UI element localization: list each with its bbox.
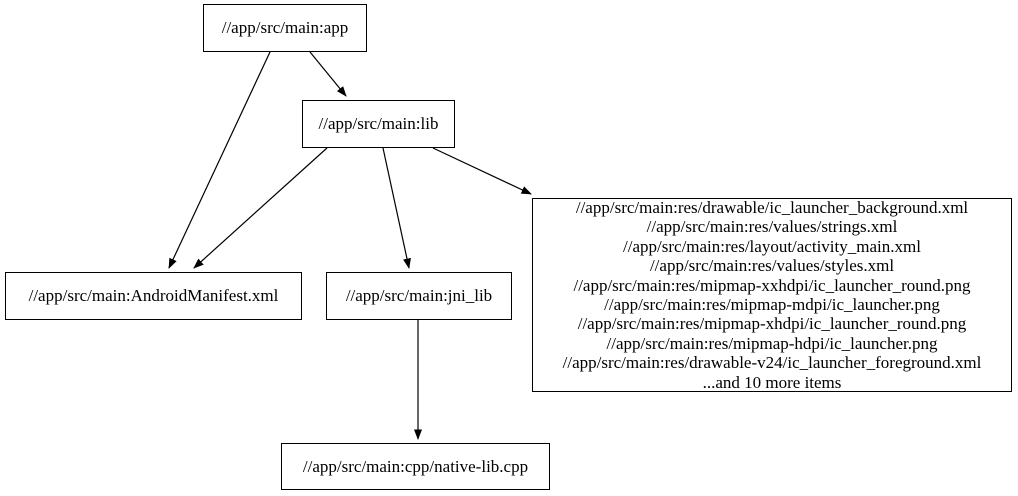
res-group-line: //app/src/main:res/drawable/ic_launcher_… (575, 197, 969, 217)
edge-app-to-manifest (168, 51, 271, 269)
node-app: //app/src/main:app (203, 4, 367, 52)
node-android-manifest: //app/src/main:AndroidManifest.xml (5, 272, 302, 320)
res-group-line: //app/src/main:res/drawable-v24/ic_launc… (562, 353, 982, 373)
node-native-lib-cpp: //app/src/main:cpp/native-lib.cpp (281, 443, 550, 490)
node-lib-label: //app/src/main:lib (318, 114, 439, 134)
edge-lib-to-res-group (432, 147, 532, 195)
node-native-lib-cpp-label: //app/src/main:cpp/native-lib.cpp (302, 456, 529, 476)
res-group-more-items-label: ...and 10 more items (702, 372, 842, 392)
node-jni-lib: //app/src/main:jni_lib (326, 272, 512, 320)
node-android-manifest-label: //app/src/main:AndroidManifest.xml (28, 286, 279, 306)
res-group-line: //app/src/main:res/mipmap-xxhdpi/ic_laun… (573, 275, 971, 295)
edge-app-to-lib (309, 51, 347, 97)
res-group-line: //app/src/main:res/values/styles.xml (649, 256, 895, 276)
res-group-line: //app/src/main:res/mipmap-mdpi/ic_launch… (604, 295, 940, 314)
edge-lib-to-manifest (193, 147, 328, 269)
res-group-line: //app/src/main:res/values/strings.xml (646, 217, 898, 237)
node-app-label: //app/src/main:app (221, 18, 349, 38)
edge-lib-to-jni-lib (382, 147, 411, 269)
node-res-group: //app/src/main:res/drawable/ic_launcher_… (532, 198, 1012, 392)
res-group-line: //app/src/main:res/mipmap-hdpi/ic_launch… (606, 333, 938, 353)
res-group-line: //app/src/main:res/layout/activity_main.… (623, 236, 921, 256)
node-jni-lib-label: //app/src/main:jni_lib (345, 286, 493, 306)
node-lib: //app/src/main:lib (302, 100, 455, 148)
res-group-line: //app/src/main:res/mipmap-xhdpi/ic_launc… (577, 314, 967, 334)
